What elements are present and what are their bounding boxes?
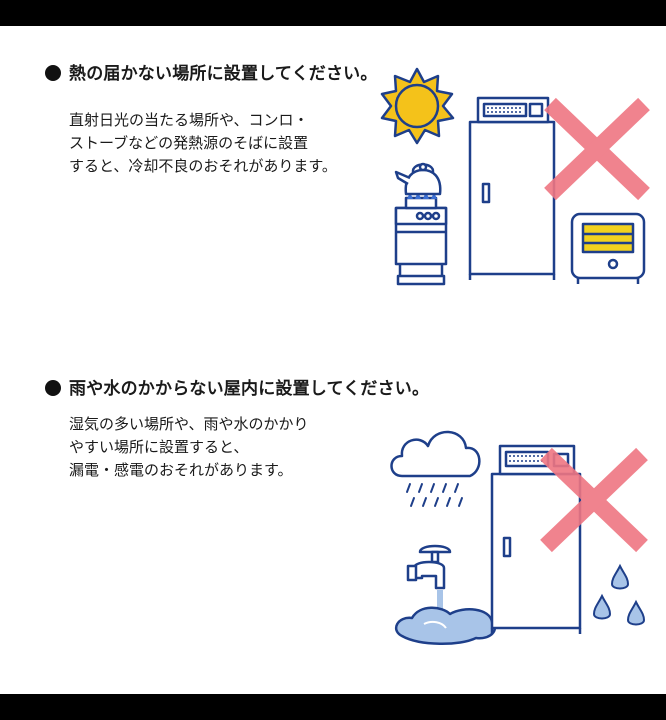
water-source-illustration — [390, 430, 648, 646]
bullet-icon — [45, 380, 61, 396]
body-line: やすい場所に設置すると、 — [69, 438, 249, 456]
section-heading-water-text: 雨や水のかからない屋内に設置してください。 — [69, 379, 430, 399]
heat-source-illustration — [380, 67, 650, 286]
prohibited-cross-icon — [544, 97, 650, 201]
faucet-icon — [406, 544, 452, 590]
flame-icon — [407, 191, 437, 199]
section-heading-water: 雨や水のかからない屋内に設置してください。 — [45, 374, 429, 399]
sun-icon — [380, 67, 455, 145]
kettle-icon — [394, 162, 442, 196]
section-heading-heat-text: 熱の届かない場所に設置してください。 — [69, 64, 378, 84]
body-line: 漏電・感電のおそれがあります。 — [69, 461, 293, 479]
section-body-water: 湿気の多い場所や、雨や水のかかり やすい場所に設置すると、 漏電・感電のおそれが… — [69, 413, 309, 482]
vent-dots — [509, 455, 543, 462]
body-line: 直射日光の当たる場所や、コンロ・ — [69, 111, 309, 129]
heater-icon — [570, 212, 646, 284]
section-body-heat: 直射日光の当たる場所や、コンロ・ ストーブなどの発熱源のそばに設置 すると、冷却… — [69, 109, 337, 178]
body-line: 湿気の多い場所や、雨や水のかかり — [69, 415, 309, 433]
vent-dots — [487, 107, 521, 113]
top-black-bar — [0, 0, 666, 26]
prohibited-cross-icon — [540, 447, 648, 553]
body-line: ストーブなどの発熱源のそばに設置 — [69, 134, 309, 152]
cabinet-icon — [468, 96, 556, 280]
water-puddle — [394, 590, 497, 646]
rain-icon — [406, 483, 463, 507]
body-line: すると、冷却不良のおそれがあります。 — [69, 157, 337, 175]
bottom-black-bar — [0, 694, 666, 720]
water-drops-icon — [592, 563, 646, 626]
bullet-icon — [45, 65, 61, 81]
cloud-icon — [390, 430, 481, 478]
section-heading-heat: 熱の届かない場所に設置してください。 — [45, 59, 378, 84]
stove-icon — [394, 196, 448, 286]
